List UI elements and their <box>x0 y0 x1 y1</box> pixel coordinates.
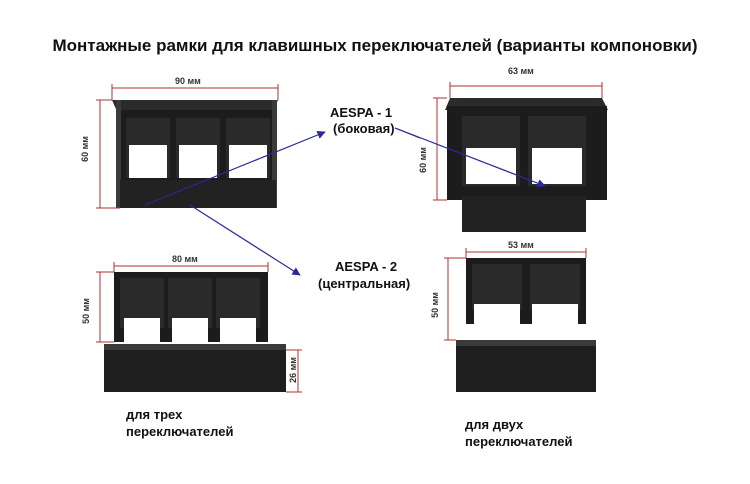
dim-top-right-width: 63 мм <box>508 66 534 76</box>
callout-arrows <box>144 127 546 276</box>
caption-three-line1: для трех <box>126 407 183 422</box>
caption-three-line2: переключателей <box>126 424 234 439</box>
dimension-lines <box>96 82 603 393</box>
caption-two-line2: переключателей <box>465 434 573 449</box>
frame-bottom-right <box>456 258 596 392</box>
frame-top-left <box>112 100 278 208</box>
frame-top-right <box>445 98 608 232</box>
dim-top-left-height: 60 мм <box>79 136 90 162</box>
label-aespa2-name: AESPA - 2 <box>335 259 398 274</box>
dim-top-right-height: 60 мм <box>417 147 428 173</box>
label-aespa2-desc: (центральная) <box>318 276 411 291</box>
dim-bottom-left-height: 50 мм <box>80 298 91 324</box>
frame-bottom-left <box>104 272 286 392</box>
page-title: Монтажные рамки для клавишных переключат… <box>52 36 698 55</box>
dim-bottom-left-base: 26 мм <box>287 357 298 383</box>
label-aespa1-desc: (боковая) <box>333 121 395 136</box>
dim-bottom-left-width: 80 мм <box>172 254 198 264</box>
label-aespa1-name: AESPA - 1 <box>330 105 393 120</box>
dim-bottom-right-height: 50 мм <box>429 292 440 318</box>
dim-bottom-right-width: 53 мм <box>508 240 534 250</box>
dim-top-left-width: 90 мм <box>175 76 201 86</box>
caption-two-line1: для двух <box>465 417 524 432</box>
